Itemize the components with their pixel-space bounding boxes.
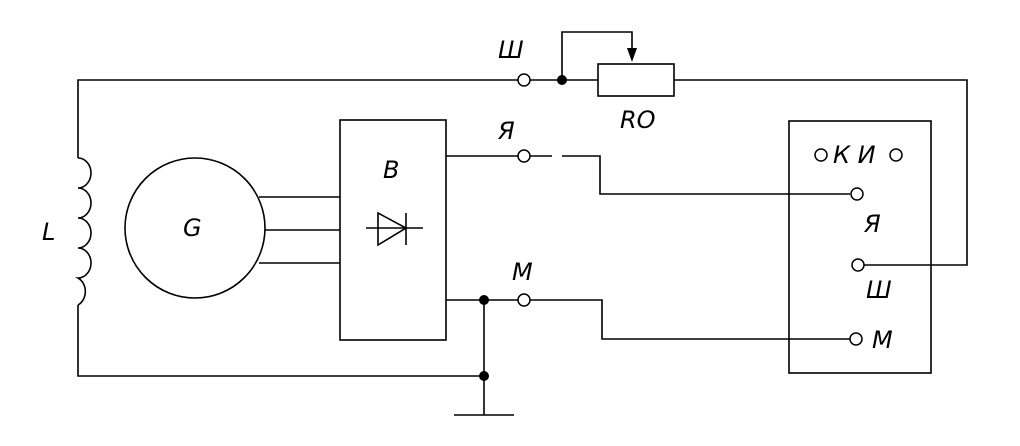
diode-icon xyxy=(366,211,423,247)
generator-label: G xyxy=(183,214,202,242)
m-wire-right xyxy=(530,299,850,340)
regulator-ya-label: Я xyxy=(863,210,881,238)
terminal-sh-regulator xyxy=(851,258,865,272)
regulator-block xyxy=(788,120,932,374)
terminal-m-top-label: M xyxy=(512,258,533,286)
terminal-m-top xyxy=(517,293,531,307)
terminal-sh-top-label: Ш xyxy=(498,36,524,64)
ro-to-regulator-wire xyxy=(674,79,968,266)
rectifier-label: B xyxy=(383,156,399,184)
terminal-k xyxy=(814,148,828,162)
junction-ground xyxy=(479,371,489,381)
ya-wire-right xyxy=(562,155,850,195)
resistor-ro xyxy=(597,63,675,97)
rheostat-arrow-icon xyxy=(627,48,637,62)
rectifier-block xyxy=(339,119,447,341)
resistor-label: RO xyxy=(620,106,656,134)
coil-bottom-wire xyxy=(77,305,484,377)
rheostat-wiper-wire xyxy=(561,31,633,80)
regulator-sh-label: Ш xyxy=(866,276,892,304)
top-wire xyxy=(77,79,518,158)
generator-circle xyxy=(124,157,266,299)
regulator-m-label: M xyxy=(872,326,893,354)
terminal-ya-top-label: Я xyxy=(497,117,515,145)
terminal-ya-regulator xyxy=(850,187,864,201)
terminal-sh-top xyxy=(517,73,531,87)
terminal-m-regulator xyxy=(849,332,863,346)
terminal-ya-top xyxy=(517,149,531,163)
field-coil xyxy=(74,157,92,306)
regulator-ki-label: К И xyxy=(833,141,876,169)
terminal-i xyxy=(889,148,903,162)
coil-label: L xyxy=(42,218,55,246)
